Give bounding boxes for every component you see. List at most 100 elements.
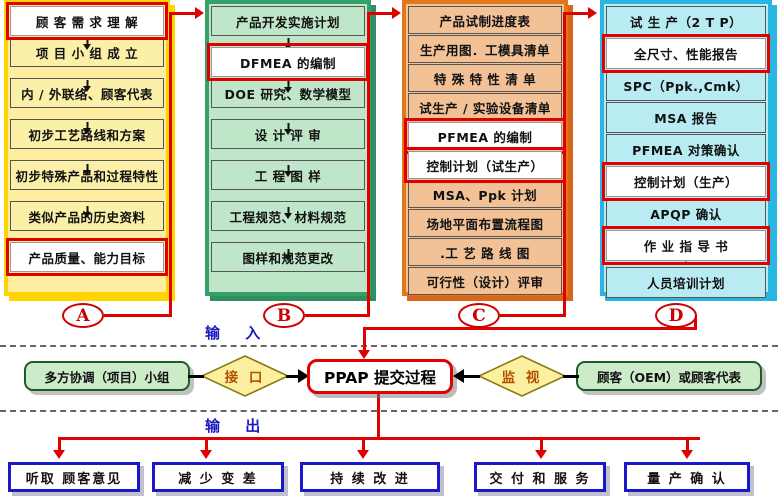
route-b-to-c-arrow	[392, 7, 401, 19]
route-b-to-c-h1	[305, 314, 370, 317]
phase-c-frame: 产品试制进度表 生产用图．工模具清单 特 殊 特 性 清 单 试生产 / 实验设…	[402, 0, 568, 296]
output-box-1[interactable]: 减 少 变 差	[152, 462, 284, 492]
step-label: 设 计 评 审	[254, 127, 322, 143]
output-divider	[0, 410, 778, 412]
step-label: MSA 报告	[654, 111, 718, 126]
output-box-3[interactable]: 交 付 和 服 务	[474, 462, 606, 492]
connector-label: A	[76, 305, 90, 326]
connector-node-c[interactable]: C	[458, 303, 500, 328]
phase-d-step-4[interactable]: PFMEA 对策确认	[606, 134, 766, 165]
output-label: 持 续 改 进	[330, 471, 410, 487]
phase-b-arrow-line-5	[287, 207, 289, 215]
step-label: 试 生 产（2 T P）	[629, 15, 743, 30]
phase-a-step-6[interactable]: 产品质量、能力目标	[6, 238, 168, 276]
phase-d-step-7[interactable]: 作 业 指 导 书	[602, 226, 770, 265]
route-a-to-b-arrow	[195, 7, 204, 19]
input-divider	[0, 345, 778, 347]
phase-c-step-5[interactable]: 控制计划（试生产）	[404, 147, 566, 183]
phase-b-step-1[interactable]: DFMEA 的编制	[207, 43, 369, 81]
output-drop-5	[686, 437, 689, 454]
interface-arrow-line2	[286, 375, 300, 378]
phase-c-step-8[interactable]: .工 艺 路 线 图	[408, 238, 562, 266]
phase-c-step-9[interactable]: 可行性（设计）评审	[408, 267, 562, 295]
route-d-down-h	[363, 327, 697, 330]
phase-d-step-3[interactable]: MSA 报告	[606, 102, 766, 133]
pill-label: 顾客（OEM）或顾客代表	[596, 369, 742, 385]
output-arrow-1	[53, 450, 65, 459]
phase-b-arrow-head-4	[284, 171, 292, 177]
cross-functional-team-box[interactable]: 多方协调（项目）小组	[24, 361, 190, 391]
phase-a-arrow-head-2	[83, 86, 91, 92]
phase-c-step-0[interactable]: 产品试制进度表	[408, 6, 562, 34]
step-label: 特 殊 特 性 清 单	[433, 71, 537, 87]
phase-c-step-1[interactable]: 生产用图．工模具清单	[408, 35, 562, 63]
step-label: 产品开发实施计划	[235, 14, 340, 30]
customer-oem-box[interactable]: 顾客（OEM）或顾客代表	[576, 361, 762, 391]
step-label: 人员培训计划	[646, 276, 725, 291]
connector-node-b[interactable]: B	[263, 303, 305, 328]
step-label: 试生产 / 实验设备清单	[419, 100, 551, 116]
ppap-submission-process-box[interactable]: PPAP 提交过程	[307, 359, 453, 394]
monitoring-arrow-line	[463, 375, 480, 378]
phase-d-step-5[interactable]: 控制计划（生产）	[602, 162, 770, 201]
phase-b-arrow-line-1	[287, 38, 289, 46]
phase-d-step-2[interactable]: SPC（Ppk.,Cmk）	[606, 70, 766, 101]
output-arrow-5	[681, 450, 693, 459]
step-label: 可行性（设计）评审	[426, 274, 544, 290]
phase-d-step-1[interactable]: 全尺寸、性能报告	[602, 34, 770, 73]
output-box-0[interactable]: 听取 顾客意见	[8, 462, 140, 492]
step-label: 控制计划（生产）	[633, 175, 738, 190]
phase-a-step-0[interactable]: 顾 客 需 求 理 解	[6, 2, 168, 40]
phase-a-arrow-line-5	[86, 206, 88, 214]
phase-b-frame: 产品开发实施计划 DFMEA 的编制 DOE 研究、数学模型 设 计 评 审 工…	[205, 0, 371, 296]
phase-a-arrow-head-5	[83, 212, 91, 218]
step-label: 项 目 小 组 成 立	[35, 45, 139, 61]
output-arrow-2	[200, 450, 212, 459]
step-label: SPC（Ppk.,Cmk）	[623, 79, 749, 94]
phase-a-arrow-head-1	[83, 44, 91, 50]
interface-diamond[interactable]: 接 口	[201, 355, 289, 397]
phase-b-arrow-line-4	[287, 165, 289, 173]
output-label: 听取 顾客意见	[25, 471, 123, 487]
phase-c-steps: 产品试制进度表 生产用图．工模具清单 特 殊 特 性 清 单 试生产 / 实验设…	[404, 6, 566, 295]
output-arrow-4	[535, 450, 547, 459]
section-text: 输 出	[205, 417, 271, 435]
monitoring-diamond[interactable]: 监 视	[478, 355, 566, 397]
interface-arrow-head	[298, 369, 309, 383]
step-label: PFMEA 的编制	[437, 129, 533, 145]
step-label: 产品试制进度表	[439, 13, 531, 29]
phase-c-step-7[interactable]: 场地平面布置流程图	[408, 209, 562, 237]
step-label: APQP 确认	[650, 207, 722, 222]
phase-d-step-0[interactable]: 试 生 产（2 T P）	[606, 6, 766, 37]
phase-c-step-3[interactable]: 试生产 / 实验设备清单	[408, 93, 562, 121]
step-label: DOE 研究、数学模型	[224, 86, 352, 102]
phase-c-step-4[interactable]: PFMEA 的编制	[404, 118, 566, 154]
connector-node-d[interactable]: D	[655, 303, 697, 328]
phase-a-arrow-line-4	[86, 164, 88, 172]
output-box-4[interactable]: 量 产 确 认	[624, 462, 750, 492]
phase-b-step-0[interactable]: 产品开发实施计划	[211, 6, 365, 36]
connector-label: B	[276, 305, 292, 326]
output-label: 减 少 变 差	[178, 471, 258, 487]
route-a-to-b-v	[169, 12, 172, 316]
monitoring-arrow-head	[453, 369, 464, 383]
phase-a-step-2[interactable]: 内 / 外联络、顾客代表	[10, 78, 164, 108]
output-label: 量 产 确 认	[647, 471, 727, 487]
phase-d-step-6[interactable]: APQP 确认	[606, 198, 766, 229]
output-arrow-3	[357, 450, 369, 459]
phase-a-arrow-line-2	[86, 80, 88, 88]
phase-b-arrow-head-5	[284, 213, 292, 219]
phase-d-step-8[interactable]: 人员培训计划	[606, 267, 766, 298]
phase-b-arrow-head-2	[284, 87, 292, 93]
step-label: 场地平面布置流程图	[426, 216, 544, 232]
phase-c-step-2[interactable]: 特 殊 特 性 清 单	[408, 64, 562, 92]
output-section-label: 输 出	[205, 415, 270, 436]
connector-node-a[interactable]: A	[62, 303, 104, 328]
phase-c-step-6[interactable]: MSA、Ppk 计划	[408, 180, 562, 208]
phase-d-frame: 试 生 产（2 T P） 全尺寸、性能报告 SPC（Ppk.,Cmk） MSA …	[600, 0, 772, 298]
route-d-down-arrow	[358, 350, 370, 359]
output-box-2[interactable]: 持 续 改 进	[300, 462, 440, 492]
route-d-down-v2	[363, 327, 366, 354]
phase-b-arrow-head-6	[284, 255, 292, 261]
customer-arrow-line	[563, 375, 579, 378]
